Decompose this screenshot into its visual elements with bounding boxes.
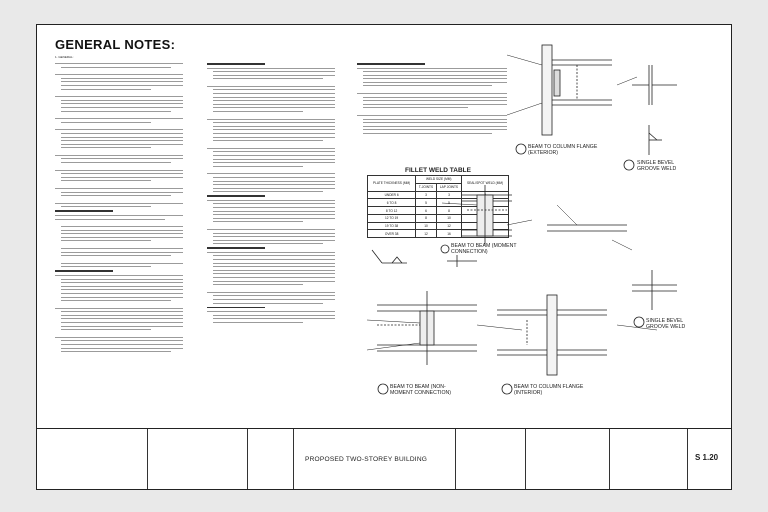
table-cell: 16 <box>435 229 463 239</box>
title-block: PROPOSED TWO-STOREY BUILDING S 1.20 <box>37 428 731 489</box>
detail-single-bevel-2 <box>547 204 677 328</box>
general-notes-heading: GENERAL NOTES: <box>55 37 176 52</box>
project-title: PROPOSED TWO-STOREY BUILDING <box>305 456 428 463</box>
detail-beam-beam-non-moment <box>366 291 477 395</box>
notes-column-1 <box>55 63 183 355</box>
tb-cell-owner <box>147 429 247 489</box>
detail-beam-beam-moment <box>440 185 533 254</box>
sheet-number: S 1.20 <box>695 453 719 462</box>
label-single-bevel-2: SINGLE BEVEL GROOVE WELD <box>646 318 686 330</box>
notes-column-2 <box>207 63 335 325</box>
drawing-sheet: GENERAL NOTES: 1. GENERAL: <box>36 24 732 490</box>
label-single-bevel-1: SINGLE BEVEL GROOVE WELD <box>637 160 677 172</box>
tb-cell-sheet <box>687 429 731 489</box>
tb-cell-design <box>525 429 609 489</box>
detail-beam-column-interior <box>476 294 658 395</box>
tb-cell-contents <box>455 429 525 489</box>
tb-cell-notes <box>247 429 293 489</box>
label-beam-column-exterior: BEAM TO COLUMN FLANGE (EXTERIOR) <box>528 144 598 156</box>
section-general-label: 1. GENERAL: <box>55 55 74 59</box>
tb-cell-project <box>293 429 455 489</box>
weld-symbol-sketches <box>371 249 477 267</box>
tb-cell-content <box>609 429 687 489</box>
table-cell: OVER 38 <box>366 229 417 239</box>
label-beam-beam-non-moment: BEAM TO BEAM (NON-MOMENT CONNECTION) <box>390 384 451 396</box>
detail-drawings <box>366 44 677 395</box>
notes-column-3 <box>357 63 507 137</box>
label-beam-beam-moment: BEAM TO BEAM (MOMENT CONNECTION) <box>451 243 517 255</box>
fillet-table-title: FILLET WELD TABLE <box>405 167 471 174</box>
label-beam-column-interior: BEAM TO COLUMN FLANGE (INTERIOR) <box>514 384 584 396</box>
detail-single-bevel-1 <box>623 65 677 171</box>
detail-beam-column-exterior <box>506 44 638 155</box>
